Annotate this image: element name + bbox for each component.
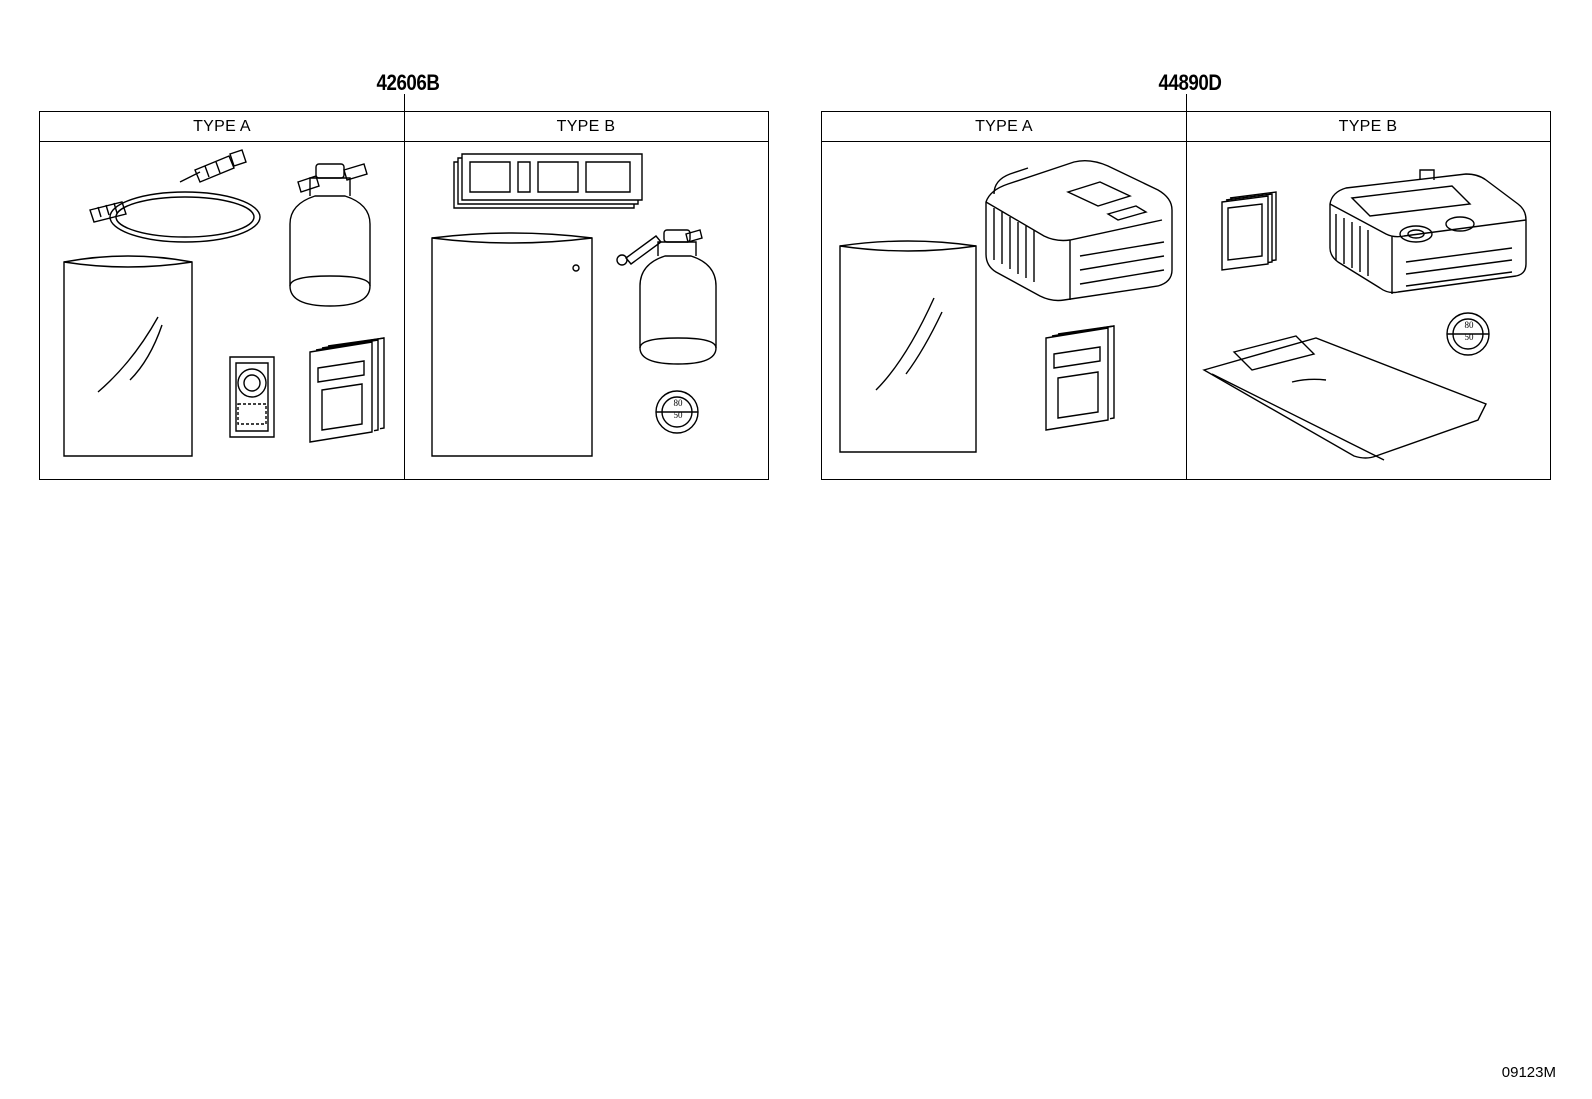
speed-sticker-icon (1447, 313, 1489, 355)
drawing-code: 09123M (1501, 1064, 1556, 1081)
manual-booklet-icon (1046, 326, 1114, 430)
sealant-pouch-icon (1204, 336, 1486, 460)
plastic-bag-icon (432, 233, 592, 456)
speed-sticker-top: 80 (1464, 320, 1474, 330)
sealant-bottle-icon (617, 230, 716, 364)
hose-icon (90, 150, 260, 242)
column-divider (1186, 112, 1187, 479)
sealant-bottle-icon (290, 164, 370, 306)
card-icon (1222, 192, 1276, 270)
label-strip-icon (454, 154, 642, 208)
leader-line (1186, 94, 1187, 112)
leader-line (404, 94, 405, 112)
column-divider (404, 112, 405, 479)
type-a-label: TYPE A (193, 118, 251, 135)
speed-sticker-top: 80 (673, 398, 683, 408)
type-a-label: TYPE A (975, 118, 1033, 135)
speed-sticker-bottom: 50 (1464, 332, 1474, 342)
plastic-bag-icon (64, 256, 192, 456)
type-b-label: TYPE B (556, 118, 616, 135)
plastic-bag-icon (840, 241, 976, 452)
speed-sticker-icon (656, 391, 698, 433)
kit-part-number: 44890D (1158, 70, 1222, 95)
kit-panel-44890D: TYPE A TYPE B (821, 111, 1551, 480)
kit-panel-42606B: TYPE A TYPE B (39, 111, 769, 480)
air-compressor-icon (1330, 170, 1526, 294)
speed-sticker-bottom: 50 (673, 410, 683, 420)
manual-booklet-icon (310, 338, 384, 442)
air-compressor-icon (986, 161, 1172, 301)
type-b-label: TYPE B (1338, 118, 1398, 135)
sticker-label-icon (230, 357, 274, 437)
kit-part-number: 42606B (376, 70, 440, 95)
